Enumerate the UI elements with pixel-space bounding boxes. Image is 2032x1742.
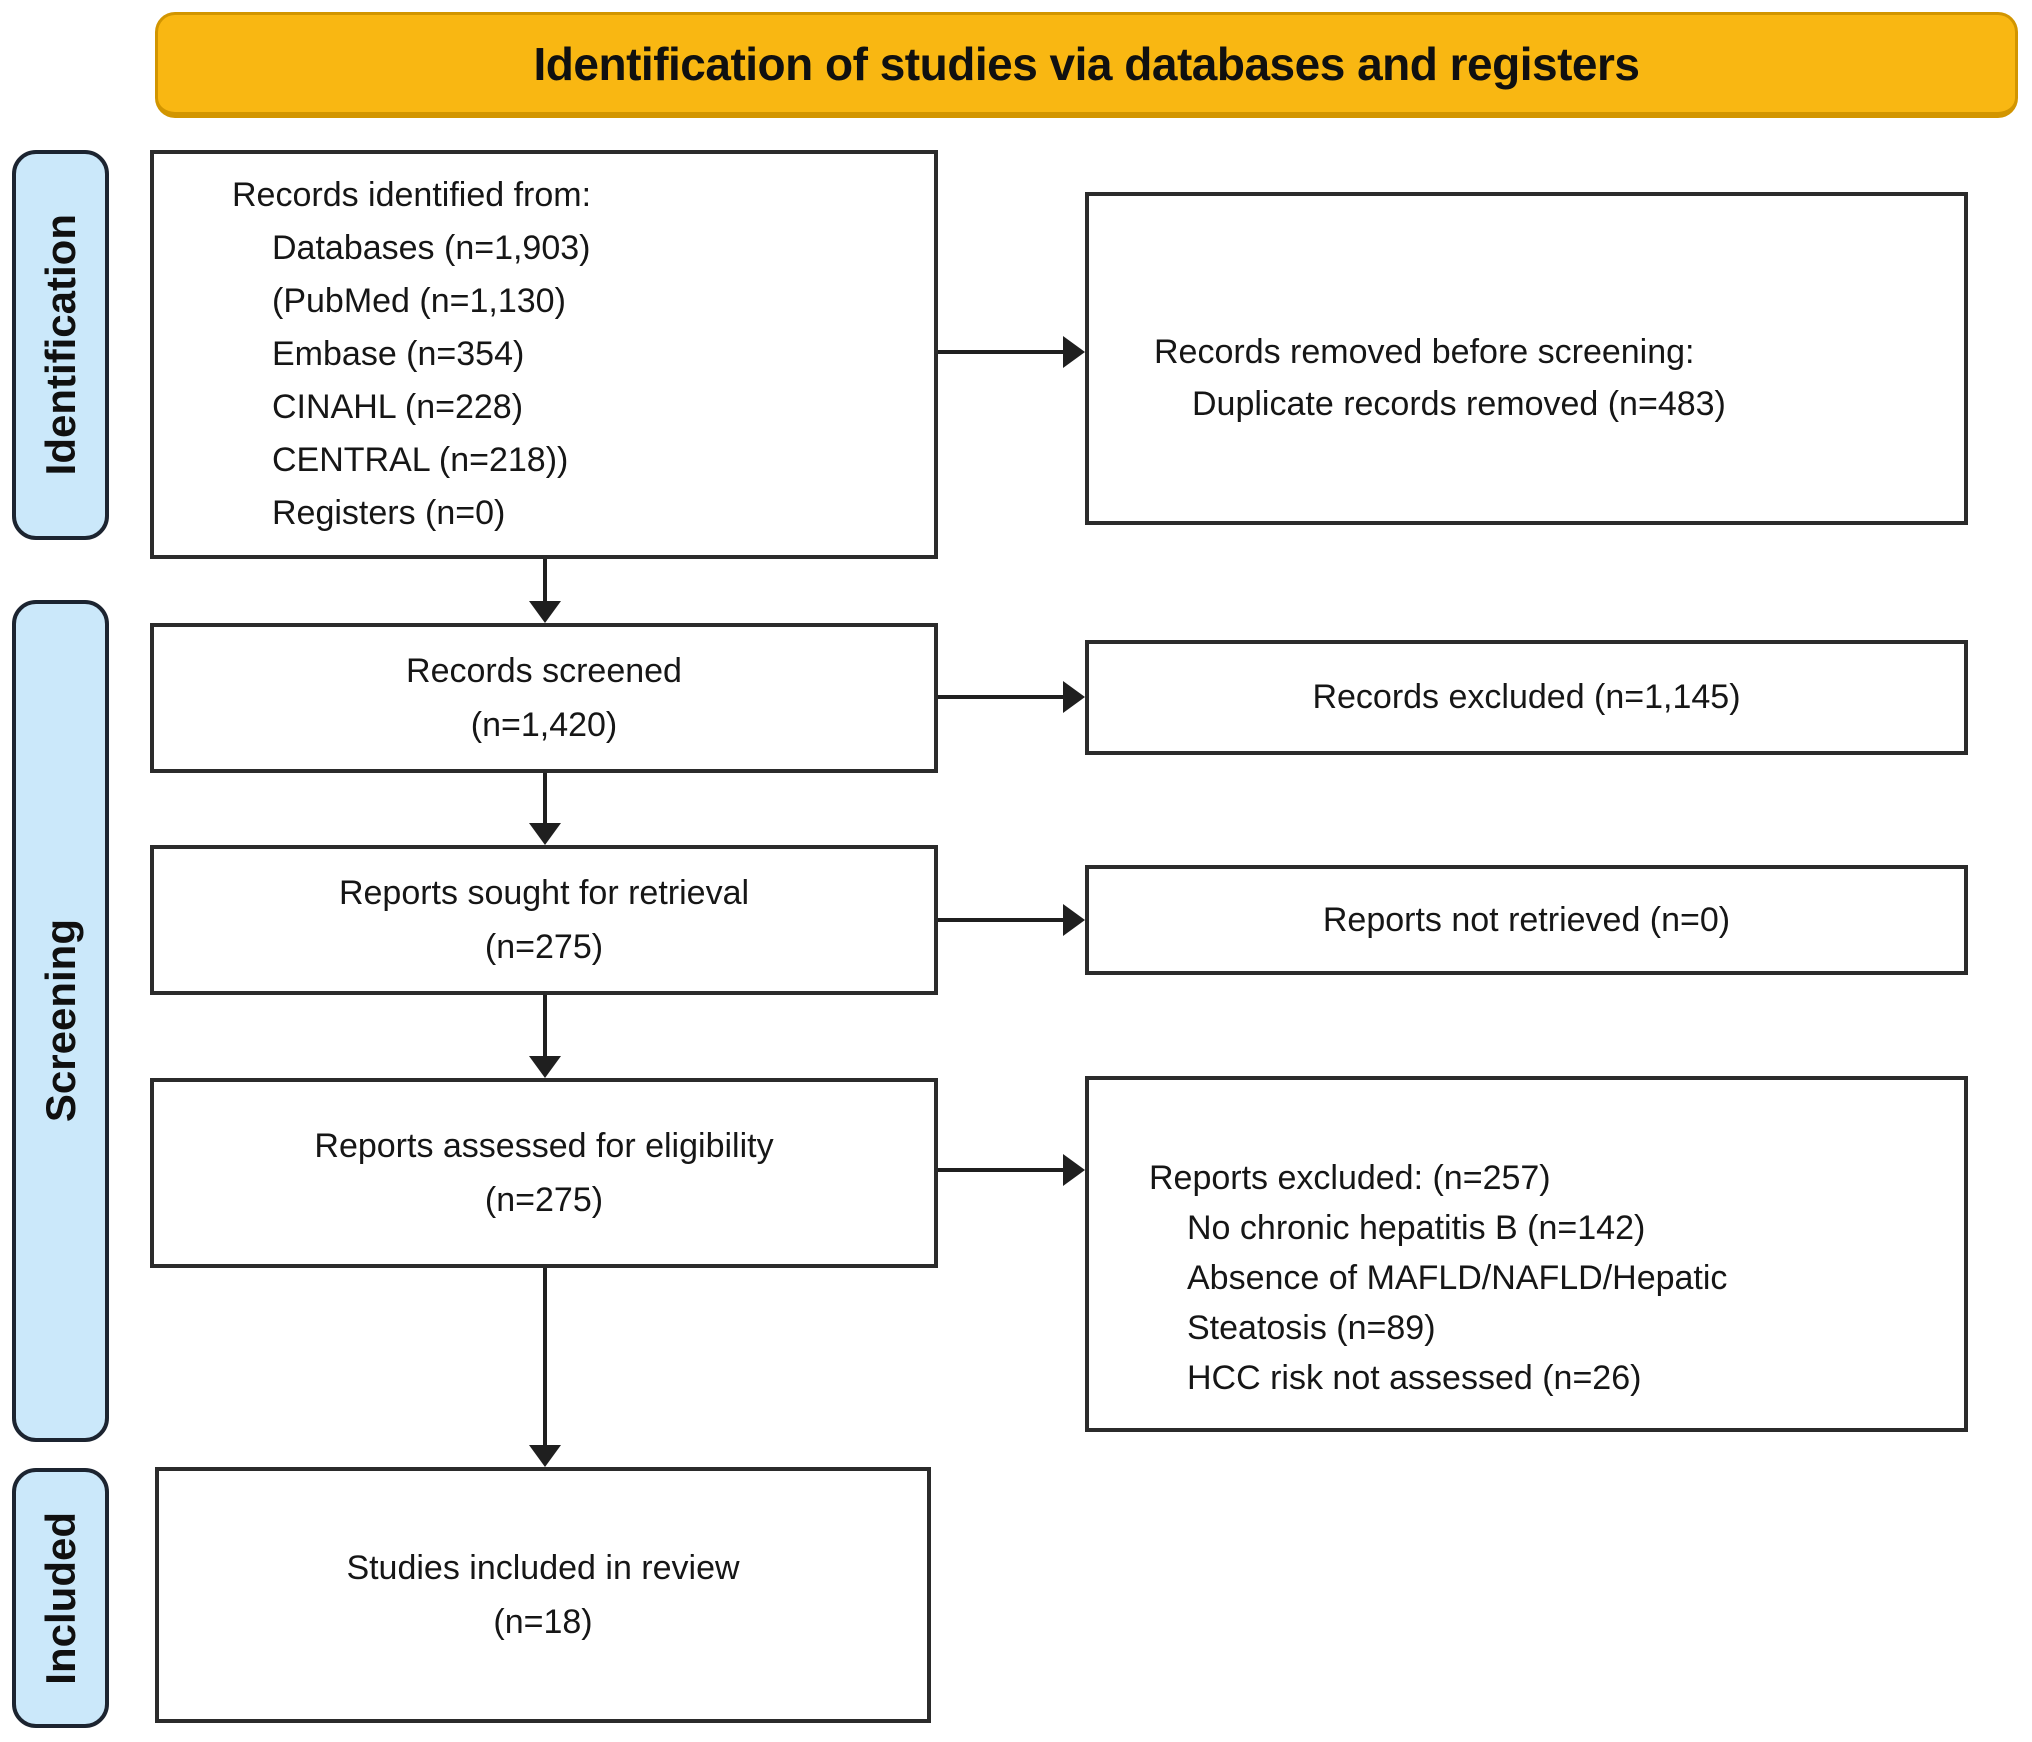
- records-identified-cinahl: CINAHL (n=228): [272, 388, 524, 426]
- reports-excluded-absence-mafld: Absence of MAFLD/NAFLD/Hepatic: [1187, 1259, 1728, 1297]
- box-records-excluded: Records excluded (n=1,145): [1085, 640, 1968, 755]
- reports-sought-count: (n=275): [484, 928, 604, 966]
- arrow-shaft: [543, 773, 547, 827]
- arrow-screened-to-sought: [529, 773, 561, 845]
- arrow-shaft: [938, 350, 1067, 354]
- box-records-removed: Records removed before screening: Duplic…: [1085, 192, 1968, 525]
- records-screened-label: Records screened: [406, 651, 682, 690]
- stage-label-screening: Screening: [12, 600, 109, 1442]
- reports-excluded-steatosis: Steatosis (n=89): [1187, 1309, 1436, 1347]
- box-reports-sought: Reports sought for retrieval (n=275): [150, 845, 938, 995]
- arrow-shaft: [938, 695, 1067, 699]
- studies-included-count: (n=18): [493, 1603, 593, 1641]
- arrow-shaft: [543, 559, 547, 605]
- arrow-down-icon: [529, 1445, 561, 1467]
- arrow-identified-to-screened: [529, 559, 561, 623]
- arrow-down-icon: [529, 601, 561, 623]
- arrow-down-icon: [529, 823, 561, 845]
- title-banner: Identification of studies via databases …: [155, 12, 2018, 118]
- diagram-title: Identification of studies via databases …: [533, 37, 1640, 90]
- stage-label-included-text: Included: [36, 1511, 84, 1685]
- box-reports-excluded: Reports excluded: (n=257) No chronic hep…: [1085, 1076, 1968, 1432]
- box-records-identified: Records identified from: Databases (n=1,…: [150, 150, 938, 559]
- arrow-right-icon: [1063, 904, 1085, 936]
- records-identified-registers: Registers (n=0): [272, 494, 506, 532]
- records-identified-heading: Records identified from:: [232, 176, 592, 214]
- reports-assessed-count: (n=275): [484, 1181, 604, 1219]
- reports-excluded-hcc-risk: HCC risk not assessed (n=26): [1187, 1359, 1642, 1397]
- records-screened-count: (n=1,420): [470, 706, 618, 744]
- box-reports-not-retrieved: Reports not retrieved (n=0): [1085, 865, 1968, 975]
- arrow-shaft: [543, 1268, 547, 1449]
- stage-label-identification-text: Identification: [36, 214, 84, 476]
- stage-label-screening-text: Screening: [36, 919, 84, 1123]
- records-identified-pubmed: (PubMed (n=1,130): [272, 282, 566, 320]
- box-records-screened: Records screened (n=1,420): [150, 623, 938, 773]
- arrow-right-icon: [1063, 1154, 1085, 1186]
- arrow-sought-to-not-retrieved: [938, 904, 1085, 936]
- arrow-screened-to-excluded: [938, 681, 1085, 713]
- arrow-sought-to-assessed: [529, 995, 561, 1078]
- records-identified-central: CENTRAL (n=218)): [272, 441, 569, 479]
- reports-sought-label: Reports sought for retrieval: [338, 873, 750, 912]
- reports-excluded-heading: Reports excluded: (n=257): [1149, 1159, 1551, 1197]
- arrow-right-icon: [1063, 336, 1085, 368]
- reports-not-retrieved-label: Reports not retrieved (n=0): [1322, 900, 1731, 939]
- records-identified-embase: Embase (n=354): [272, 335, 525, 373]
- arrow-identified-to-removed: [938, 336, 1085, 368]
- arrow-down-icon: [529, 1056, 561, 1078]
- records-excluded-label: Records excluded (n=1,145): [1312, 678, 1741, 717]
- arrow-shaft: [938, 918, 1067, 922]
- arrow-assessed-to-included: [529, 1268, 561, 1467]
- records-identified-databases: Databases (n=1,903): [272, 229, 591, 267]
- arrow-shaft: [938, 1168, 1067, 1172]
- records-removed-heading: Records removed before screening:: [1154, 332, 1695, 371]
- records-removed-duplicates: Duplicate records removed (n=483): [1192, 384, 1726, 423]
- arrow-shaft: [543, 995, 547, 1060]
- stage-label-identification: Identification: [12, 150, 109, 540]
- box-reports-assessed: Reports assessed for eligibility (n=275): [150, 1078, 938, 1268]
- box-studies-included: Studies included in review (n=18): [155, 1467, 931, 1723]
- reports-assessed-label: Reports assessed for eligibility: [314, 1126, 774, 1165]
- studies-included-label: Studies included in review: [346, 1548, 740, 1587]
- arrow-right-icon: [1063, 681, 1085, 713]
- stage-label-included: Included: [12, 1468, 109, 1728]
- arrow-assessed-to-reports-excluded: [938, 1154, 1085, 1186]
- reports-excluded-no-chb: No chronic hepatitis B (n=142): [1187, 1209, 1646, 1247]
